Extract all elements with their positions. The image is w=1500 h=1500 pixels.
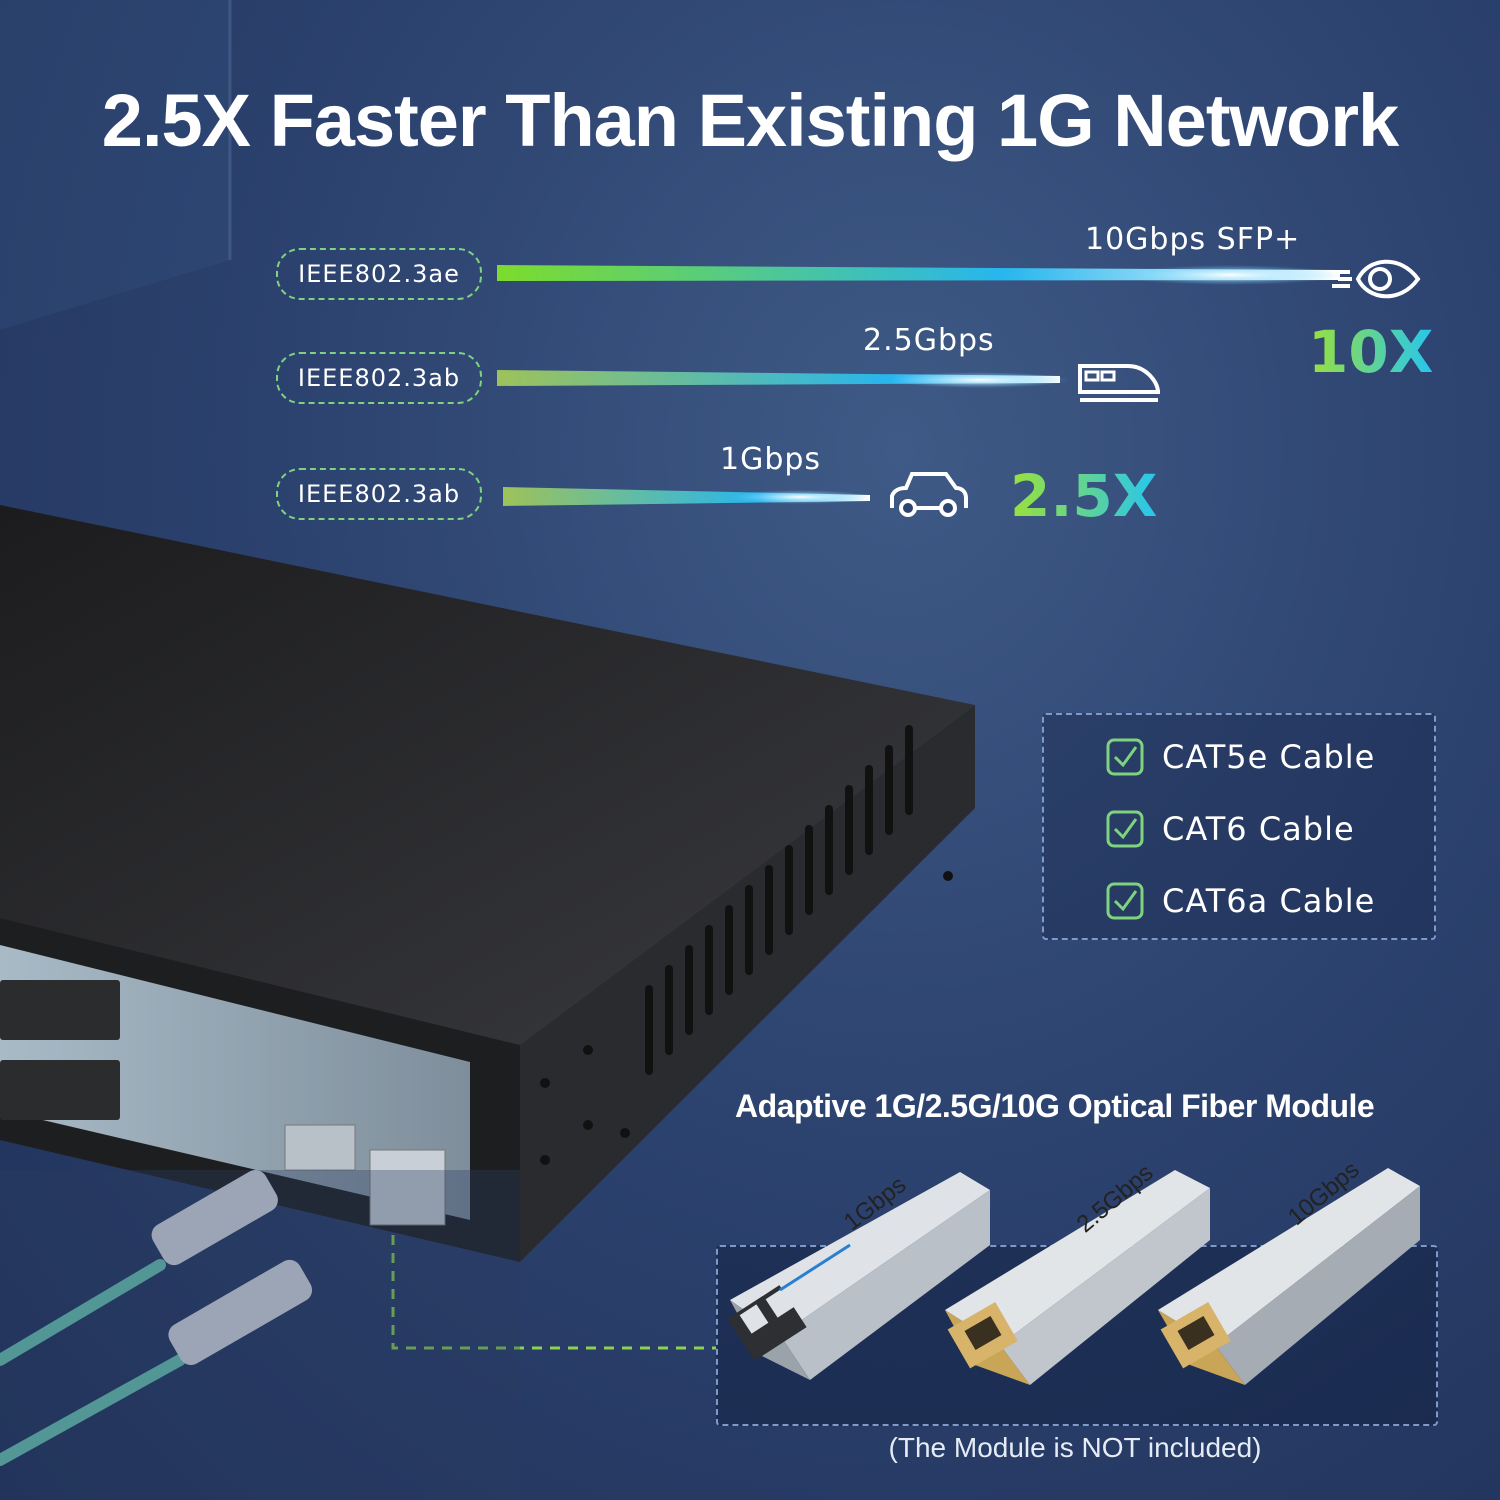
rj45-ports (0, 980, 120, 1120)
cable-item: CAT6 Cable (1044, 793, 1434, 865)
sfp-module-10g (1158, 1168, 1420, 1385)
connector-line (391, 1235, 716, 1350)
car-icon (890, 472, 968, 517)
sfp-module-1g (727, 1172, 990, 1380)
page-title: 2.5X Faster Than Existing 1G Network (101, 79, 1399, 162)
cable-label: CAT6a Cable (1162, 882, 1376, 920)
checkbox-icon (1106, 882, 1144, 920)
cable-label: CAT5e Cable (1162, 738, 1376, 776)
sfp-module-2.5g (945, 1170, 1210, 1385)
speed-label-10g: 10Gbps SFP+ (1085, 222, 1301, 257)
vents (645, 725, 913, 1075)
standard-pill-row1: IEEE802.3ae (276, 248, 482, 300)
switch-top (0, 505, 975, 1045)
cable-compatibility-box: CAT5e Cable CAT6 Cable CAT6a Cable (1042, 713, 1436, 940)
standard-pill-row2: IEEE802.3ab (276, 352, 482, 404)
speed-label-2.5g: 2.5Gbps (863, 323, 995, 358)
standard-pill-row3: IEEE802.3ab (276, 468, 482, 520)
fiber-cables (0, 1259, 186, 1466)
multiplier-10x: 10X (1308, 318, 1434, 386)
cable-item: CAT5e Cable (1044, 721, 1434, 793)
checkbox-icon (1106, 738, 1144, 776)
rocket-icon (1332, 259, 1421, 299)
speed-label-1g: 1Gbps (720, 442, 822, 477)
cable-item: CAT6a Cable (1044, 865, 1434, 937)
sfp-modules-graphic (727, 1168, 1420, 1385)
module-note: (The Module is NOT included) (888, 1432, 1262, 1463)
module-title: Adaptive 1G/2.5G/10G Optical Fiber Modul… (735, 1088, 1375, 1124)
checkbox-icon (1106, 810, 1144, 848)
multiplier-2.5x: 2.5X (1010, 462, 1158, 530)
switch-side (520, 705, 975, 1262)
train-icon (1078, 364, 1161, 402)
cable-label: CAT6 Cable (1162, 810, 1355, 848)
